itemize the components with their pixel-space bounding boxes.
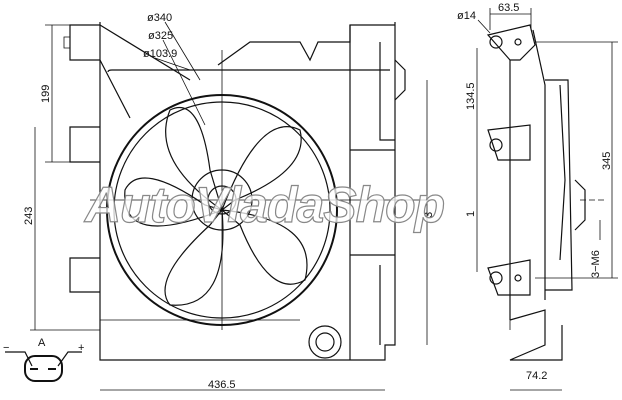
dim-inner-diameter: ø325 [148,30,173,42]
dim-center-mark: 1 [465,211,477,217]
front-dimensions [30,21,428,391]
connector-label: A [38,337,46,349]
fan-blade [165,107,224,212]
dim-134-5: 134.5 [465,82,477,110]
dim-3-m6: 3−M6 [590,250,602,278]
dim-hub-diameter: ø103.9 [143,48,177,60]
dim-partial-height: 3 [423,212,435,218]
front-view-shroud [63,22,406,361]
middle-bracket [69,126,100,163]
connector-icon [24,355,63,382]
dim-243: 243 [23,207,35,225]
dim-63-5: 63.5 [498,2,519,14]
dim-436-5: 436.5 [208,379,236,391]
fan-blade [164,208,224,306]
fan-blade [220,126,302,212]
connector-negative: − [3,342,9,354]
fan-blade [220,209,308,285]
fan-blade [124,177,224,227]
dim-74-2: 74.2 [526,370,547,382]
dim-mount-hole: ø14 [457,10,476,22]
dim-199: 199 [40,85,52,103]
lower-bracket [69,257,100,293]
fan-assembly [90,50,430,330]
watermark: AutoVladaShop [83,177,444,233]
connector-diagram [5,351,82,382]
dim-outer-diameter: ø340 [147,12,172,24]
connector-positive: + [78,342,84,354]
side-view [476,8,618,391]
dim-345: 345 [601,152,613,170]
upper-bracket [69,24,100,61]
drain-boss [308,325,342,359]
